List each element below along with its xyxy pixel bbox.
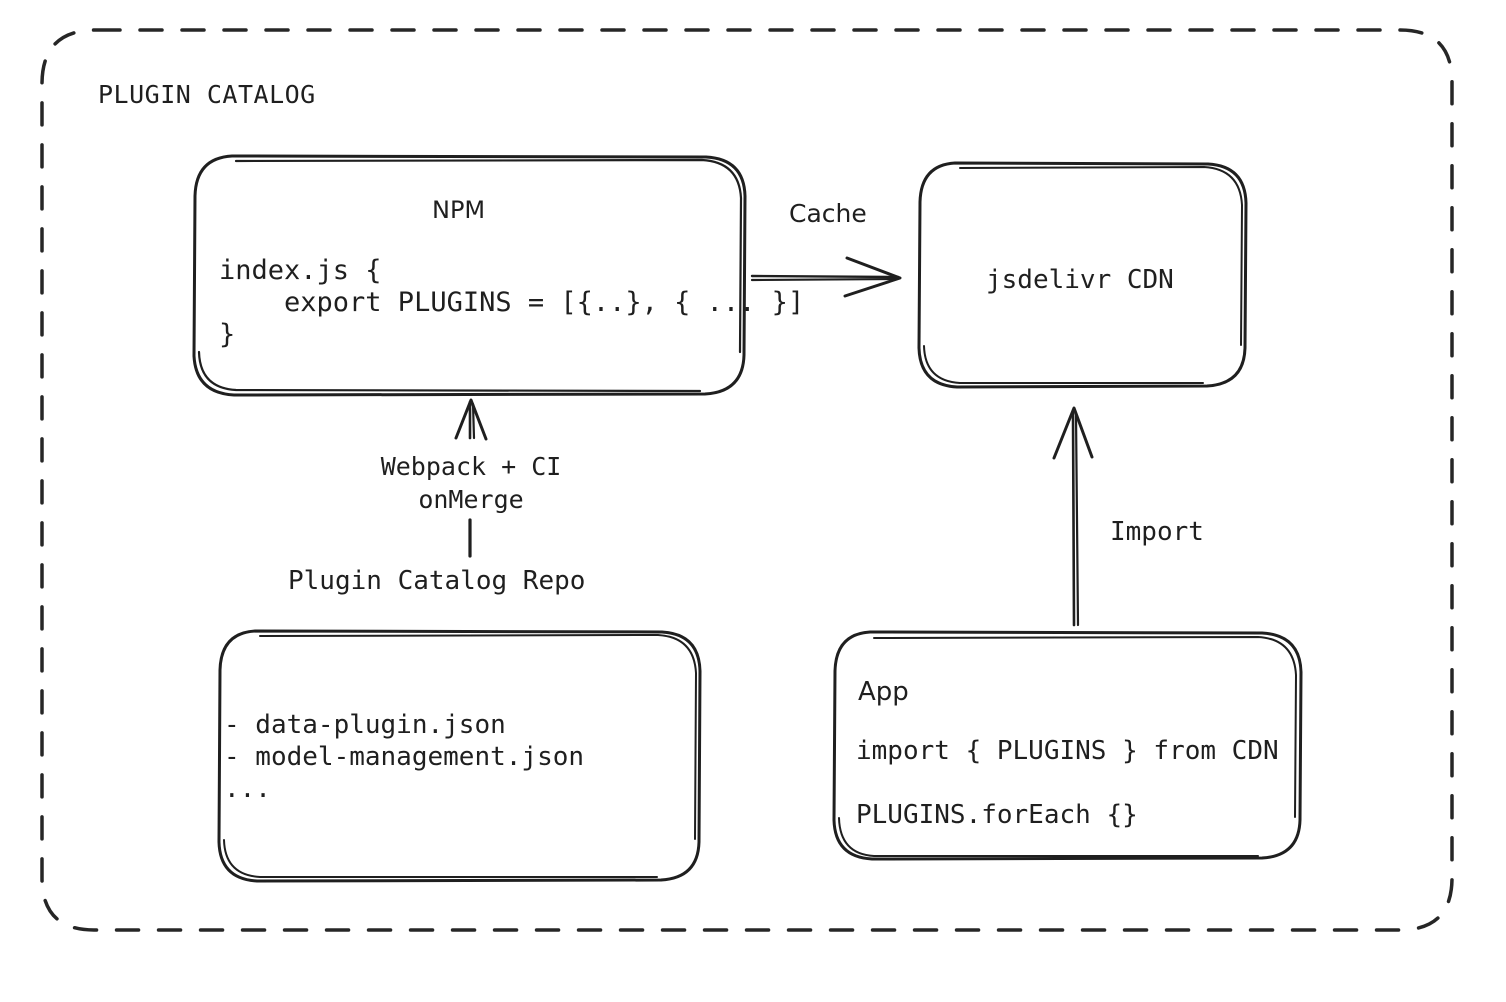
app-node-import-line: import { PLUGINS } from CDN bbox=[856, 736, 1279, 766]
import-edge-label: Import bbox=[1110, 517, 1204, 547]
build-edge-label: Webpack + CI onMerge bbox=[380, 452, 562, 514]
cache-edge-label: Cache bbox=[789, 199, 867, 228]
app-node-foreach-line: PLUGINS.forEach {} bbox=[856, 800, 1138, 830]
group-title: PLUGIN CATALOG bbox=[98, 80, 316, 109]
npm-node-code: index.js { export PLUGINS = [{..}, { ...… bbox=[219, 255, 805, 350]
cdn-node-title: jsdelivr CDN bbox=[986, 265, 1174, 295]
repo-node-file-list: - data-plugin.json - model-management.js… bbox=[224, 710, 585, 804]
import-arrow bbox=[1052, 406, 1094, 627]
repo-node-caption: Plugin Catalog Repo bbox=[288, 566, 586, 596]
app-node-title: App bbox=[858, 677, 909, 707]
npm-node-title: NPM bbox=[432, 196, 486, 224]
